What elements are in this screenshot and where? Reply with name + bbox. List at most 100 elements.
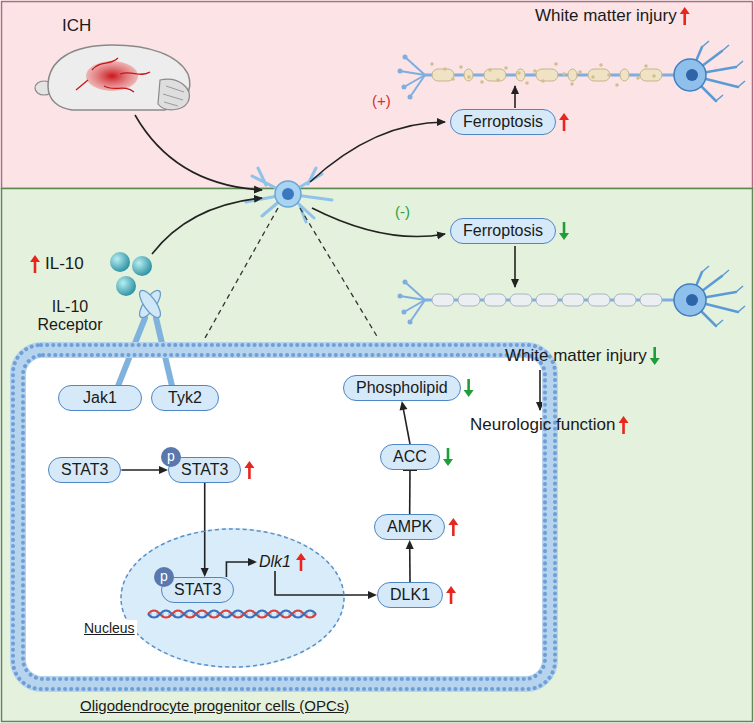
neuron-illustration-part-part [536, 69, 558, 81]
decrease-arrow [464, 379, 474, 397]
arrow-connector-part [403, 408, 410, 444]
arrow-connector [400, 401, 410, 444]
neuron-illustration-part-part [402, 85, 407, 90]
neuron-illustration-part-part [525, 81, 529, 85]
increase-arrow-part [34, 262, 37, 273]
neuron-illustration-part-part [562, 72, 566, 76]
decrease-arrow-part [467, 379, 470, 390]
molecule-label: IL-10 [45, 254, 84, 274]
increase-arrow [446, 586, 456, 604]
pathway-arrow-part [312, 208, 445, 237]
neuron-illustration-part-part [533, 69, 537, 73]
neuron-illustration-part-part [467, 75, 471, 79]
cell-membrane: Oligodendrocyte progenitor cells (OPCs)J… [10, 342, 558, 692]
neuron-illustration-part-part [484, 294, 506, 306]
opc-cell-illustration-part [275, 181, 301, 207]
increase-arrow [448, 518, 458, 536]
zoom-guide-part [300, 208, 378, 338]
pathway-arrow-part [514, 246, 516, 287]
il10-molecules-part [110, 252, 130, 272]
neuron-illustration-part-part [652, 74, 656, 78]
neuron-illustration-part-part [640, 69, 662, 81]
box-text: AMPK [387, 518, 432, 535]
decrease-arrow-part [563, 222, 566, 233]
pathway-arrow-part [539, 370, 541, 410]
box-text: Phospholipid [356, 379, 448, 396]
pathway-arrow-part [152, 198, 262, 254]
process-box: Ferroptosis [450, 218, 556, 244]
nucleus-label: Nucleus [82, 620, 137, 636]
protein-name: STAT3 [174, 581, 221, 598]
neuron-illustration [398, 41, 746, 326]
neuron-illustration-part-part [517, 71, 521, 75]
box-text: DLK1 [390, 586, 430, 603]
neuron-illustration-part-part [496, 78, 500, 82]
outcome-label: White matter injury [505, 346, 647, 366]
increase-arrow-part [683, 14, 686, 25]
kinase-box: Tyk2 [151, 385, 219, 411]
region-label: ICH [62, 16, 91, 36]
neuron-illustration-part-part [432, 294, 454, 306]
decrease-arrow-part [447, 448, 450, 459]
arrow-connector-part [275, 571, 370, 595]
nucleus-outline-part [121, 529, 344, 667]
brain-illustration-part [48, 45, 190, 110]
neuron-illustration-part-part [674, 284, 706, 316]
decrease-arrow-part [443, 459, 453, 466]
neuron-illustration-part-part [458, 294, 480, 306]
neuron-illustration-part-part [398, 69, 403, 74]
neuron-illustration-part-part [636, 76, 640, 80]
increase-arrow [30, 255, 40, 273]
zoom-guide [205, 208, 378, 338]
decrease-arrow-part [464, 390, 474, 397]
neuron-illustration-part-part [459, 65, 463, 69]
neuron-illustration-part-part [591, 75, 595, 79]
neuron-illustration-part-part [738, 306, 745, 312]
gene-label: Dlk1 [257, 553, 293, 571]
neuron-illustration-part-part [570, 82, 574, 86]
cell-type-label: Oligodendrocyte progenitor cells (OPCs) [80, 697, 349, 714]
neuron-illustration-part-part [432, 69, 454, 81]
decrease-arrow-part [559, 233, 569, 240]
inhibition-connector [403, 470, 417, 514]
neuron-illustration-part-part [403, 280, 408, 285]
neuron-illustration-part-part [588, 294, 610, 306]
decrease-arrow-part [653, 347, 656, 358]
neuron-illustration-part-part [451, 77, 455, 81]
neuron-illustration-part-part [408, 320, 413, 325]
brain-illustration-part [158, 79, 189, 110]
neuron-illustration-part-part [400, 71, 425, 75]
pathway-arrow-part [135, 115, 262, 190]
box-text: Jak1 [83, 389, 117, 406]
il10-molecules-part [116, 276, 136, 296]
neuron-illustration-part-part [640, 294, 662, 306]
box-text: Ferroptosis [463, 113, 543, 130]
decrease-arrow [650, 347, 660, 365]
neuron-illustration-part-part [736, 286, 743, 292]
increase-arrow-part [248, 468, 251, 479]
outcome-label: White matter injury [535, 6, 677, 26]
increase-arrow-part [300, 560, 303, 571]
neuron-illustration-part-part [402, 310, 407, 315]
increase-arrow-part [619, 416, 629, 423]
arrow-connector-part [226, 562, 250, 577]
neuron-illustration-part-part [588, 69, 610, 81]
neuron-illustration-part-part [736, 61, 743, 67]
increase-arrow [680, 7, 690, 25]
neuron-illustration-part-part [614, 294, 636, 306]
increase-arrow-part [622, 423, 625, 434]
il10-molecules [110, 252, 152, 296]
neuron-illustration-part-part [562, 294, 584, 306]
outcome-label: Neurologic function [470, 415, 616, 435]
neuron-illustration-part-part [554, 62, 558, 66]
neuron-illustration-part-part [607, 73, 611, 77]
box-text: ACC [393, 448, 427, 465]
arrow-connector [201, 483, 209, 577]
neuron-illustration-part-part [410, 300, 425, 322]
neuron-illustration-part-part [686, 69, 698, 81]
neuron-illustration-part-part [400, 296, 425, 300]
background-band-part [2, 2, 753, 189]
arrow-connector-part [121, 469, 161, 471]
